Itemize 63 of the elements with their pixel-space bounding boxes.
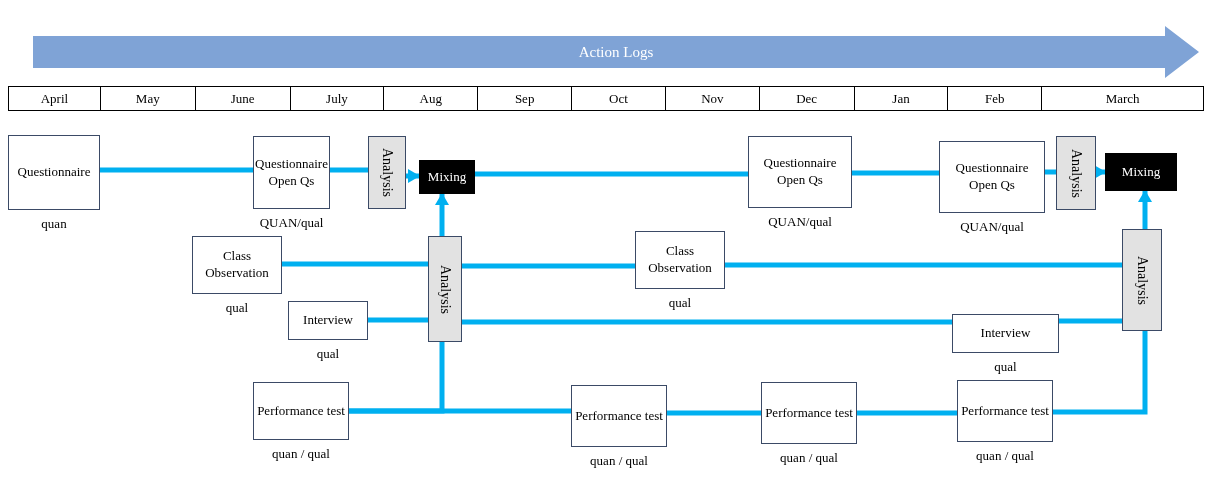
process-box: Performance test [957, 380, 1053, 442]
process-box: Performance test [253, 382, 349, 440]
connector-line [349, 408, 571, 414]
month-cell: Nov [665, 87, 760, 110]
month-cell: Sep [478, 87, 573, 110]
month-cell: July [290, 87, 385, 110]
connector-line [368, 317, 428, 323]
mixing-box: Mixing [419, 160, 475, 194]
connector-line [100, 167, 253, 173]
timeline-arrow [33, 26, 1199, 78]
analysis-box: Analysis [428, 236, 462, 342]
month-cell: Oct [572, 87, 666, 110]
arrow [406, 169, 420, 183]
month-cell: Dec [759, 87, 855, 110]
connector-line [475, 171, 748, 177]
process-box: Class Observation [635, 231, 725, 289]
connector-line [462, 263, 635, 269]
connector-line [852, 170, 939, 176]
timeline-label: Action Logs [578, 42, 654, 62]
node-caption: quan / qual [271, 445, 331, 463]
process-box: Interview [952, 314, 1059, 353]
month-cell: Aug [384, 87, 479, 110]
node-caption: quan [40, 215, 68, 233]
analysis-box: Analysis [1122, 229, 1162, 331]
connector-line [1053, 331, 1148, 415]
arrow [1138, 190, 1152, 229]
node-caption: qual [993, 358, 1018, 376]
connector-line [667, 410, 761, 416]
arrow [435, 193, 449, 236]
process-box: Interview [288, 301, 368, 340]
node-caption: qual [224, 299, 250, 317]
arrow [1094, 165, 1106, 179]
connector-line [725, 262, 1122, 268]
node-caption: qual [667, 294, 693, 312]
node-caption: qual [315, 345, 341, 363]
node-caption: quan / qual [975, 447, 1035, 465]
process-box: Class Observation [192, 236, 282, 294]
node-caption: quan / qual [779, 449, 839, 467]
process-box: Performance test [761, 382, 857, 444]
connector-line [330, 167, 368, 173]
node-caption: quan / qual [589, 452, 649, 470]
connector-line [462, 319, 952, 325]
connector-line [282, 261, 428, 267]
month-cell: June [195, 87, 291, 110]
process-box: Questionnaire Open Qs [748, 136, 852, 208]
process-box: Questionnaire [8, 135, 100, 210]
connector-line [857, 410, 957, 416]
month-cell-text: March [1104, 89, 1141, 108]
connector-line [1059, 318, 1122, 324]
analysis-box: Analysis [1056, 136, 1096, 210]
process-box: Performance test [571, 385, 667, 447]
node-caption: QUAN/qual [959, 218, 1025, 236]
month-cell: May [100, 87, 196, 110]
month-cell: Jan [854, 87, 949, 110]
analysis-box: Analysis [368, 136, 406, 209]
connector-line [1045, 169, 1056, 175]
node-caption: QUAN/qual [258, 214, 325, 232]
process-box: Questionnaire Open Qs [939, 141, 1045, 213]
process-box: Questionnaire Open Qs [253, 136, 330, 209]
mixing-box: Mixing [1105, 153, 1177, 191]
node-caption: QUAN/qual [767, 213, 833, 231]
month-cell: Feb [948, 87, 1043, 110]
month-cell: April [9, 87, 101, 110]
